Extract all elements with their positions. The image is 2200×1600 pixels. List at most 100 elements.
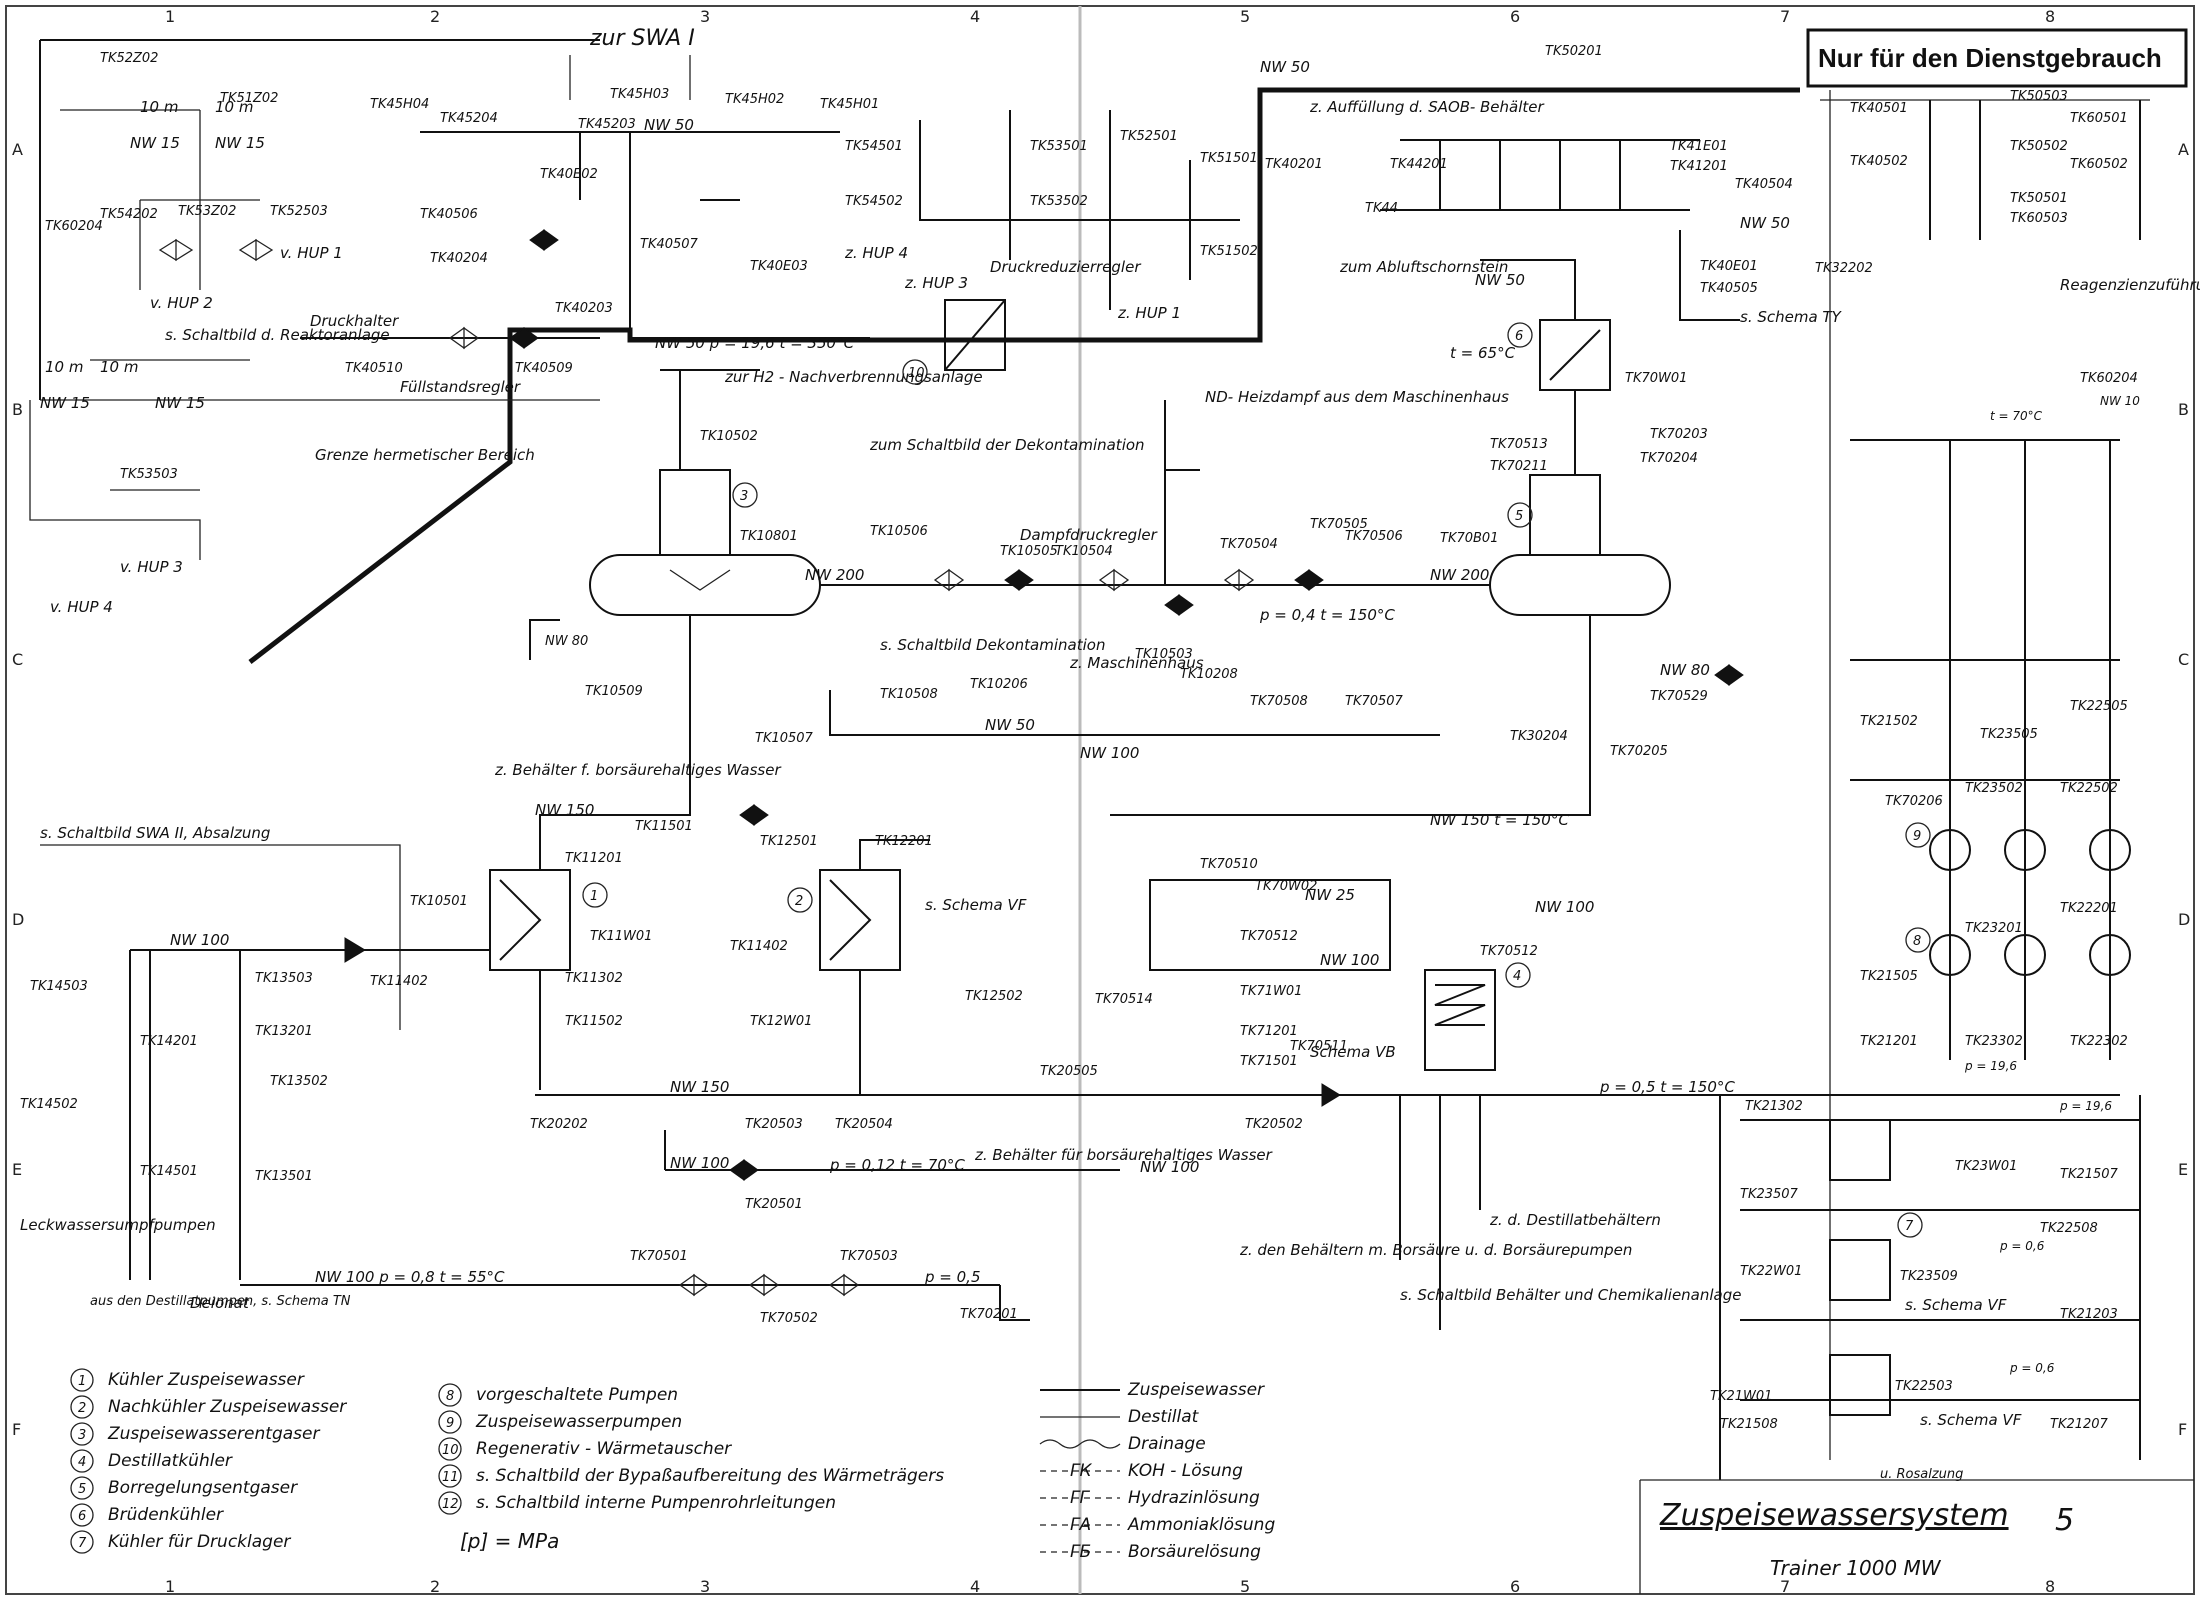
- svg-text:Zuspeisewasserentgaser: Zuspeisewasserentgaser: [107, 1424, 320, 1444]
- equipment-legend: 1 Kühler Zuspeisewasser 2 Nachkühler Zus…: [70, 1368, 944, 1554]
- valve-tk40509: [509, 327, 539, 349]
- grid-col-8: 8: [2045, 7, 2055, 26]
- tag-tk21207: TK21508: [1720, 1417, 1778, 1432]
- saob-filling: z. Auffüllung d. SAOB- Behälter TK44201 …: [1309, 98, 1843, 326]
- tag-tk10801: TK10801: [740, 529, 798, 544]
- check-valve-tk20502: [1321, 1083, 1341, 1107]
- line-code-hydrazin: ГГ: [1070, 1488, 1090, 1508]
- valve-tk70505: [1294, 569, 1324, 591]
- tag-tk21502: TK22502: [2060, 781, 2118, 796]
- right-valve-column: TK40501 TK40502 TK50503 TK50502 TK60501 …: [1815, 89, 2200, 1460]
- tag-tk41201: TK41201: [1670, 159, 1728, 174]
- dist-10m-a: 10 m: [140, 98, 178, 116]
- label-schema-vf-c: s. Schema VF: [1920, 1411, 2022, 1429]
- label-auffuellung: z. Auffüllung d. SAOB- Behälter: [1309, 98, 1544, 116]
- svg-text:Nachkühler Zuspeisewasser: Nachkühler Zuspeisewasser: [108, 1397, 347, 1417]
- tag-tk20501: TK20504: [835, 1117, 893, 1132]
- label-p05-low: p = 0,5: [924, 1268, 980, 1286]
- bearing-coolers: 7 TK21302 TK23W01 TK23507 TK23509 TK22W0…: [1710, 1095, 2141, 1480]
- equip-3-marker: 3: [740, 489, 748, 504]
- tag-tk50502: TK50502: [2010, 139, 2068, 154]
- line-legend-hydrazin: Hydrazinlösung: [1128, 1488, 1260, 1508]
- tag-tk52501: TK52501: [1120, 129, 1178, 144]
- svg-text:6: 6: [78, 1509, 86, 1524]
- leak-pumps: TK14503 TK13503 TK14201 TK13201 TK13502 …: [20, 950, 351, 1312]
- dist-10m-c: 10 m: [45, 358, 83, 376]
- tag-tk40504: TK40504: [1735, 177, 1793, 192]
- tag-tk53503: TK53503: [120, 467, 178, 482]
- tag-tk53502: TK53502: [1030, 194, 1088, 209]
- grid-col-8-bottom: 8: [2045, 1577, 2055, 1596]
- tag-tk22502: TK23502: [1965, 781, 2023, 796]
- label-chemikalien: s. Schaltbild Behälter und Chemikalienan…: [1400, 1286, 1742, 1304]
- tag-tk70513: TK70513: [1490, 437, 1548, 452]
- tag-tk23201: TK21505: [1860, 969, 1918, 984]
- valve-tk10504: [1098, 568, 1130, 592]
- grid-row-f-right: F: [2178, 1420, 2187, 1439]
- tag-tk22w01: TK23509: [1900, 1269, 1958, 1284]
- label-p196-a: p = 19,6: [1964, 1059, 2017, 1073]
- label-z-hup4: z. HUP 4: [844, 244, 908, 262]
- valve-tk12501: [739, 804, 769, 826]
- tag-tk41e01: TK41E01: [1670, 139, 1728, 154]
- grid-row-d: D: [12, 910, 24, 929]
- deaerator-3-dome: [659, 469, 731, 556]
- tag-tk23507: TK23W01: [1955, 1159, 2017, 1174]
- tag-tk22505: TK23505: [1980, 727, 2038, 742]
- grid-col-7: 7: [1780, 7, 1790, 26]
- legend-item-11: 11 s. Schaltbild der Bypaßaufbereitung d…: [438, 1464, 944, 1488]
- check-valve-tk11402: [344, 937, 366, 963]
- svg-text:1: 1: [78, 1374, 86, 1389]
- tag-tk13201: TK13201: [255, 1024, 313, 1039]
- hup-section: TK52Z02 TK51Z02 TK60204 TK54202 TK53Z02 …: [29, 39, 613, 616]
- tag-tk70503: TK70503: [840, 1249, 898, 1264]
- valve-tk70529: [1714, 664, 1744, 686]
- equip-6-marker: 6: [1515, 329, 1523, 344]
- tag-tk40510: TK40510: [345, 361, 403, 376]
- tag-tk51202: TK51Z02: [220, 91, 278, 106]
- tag-tk70508: TK70508: [1250, 694, 1308, 709]
- svg-text:9: 9: [446, 1416, 454, 1431]
- tag-tk21509: TK21203: [2060, 1307, 2118, 1322]
- tag-tk53202: TK54202: [100, 207, 158, 222]
- label-p012: p = 0,12 t = 70°C: [829, 1156, 965, 1174]
- line-code-koh: ГК: [1070, 1461, 1092, 1481]
- tag-tk70203: TK70203: [1650, 427, 1708, 442]
- label-nw100-bor: NW 100: [670, 1154, 729, 1172]
- tag-tk40e01: TK40E01: [1700, 259, 1758, 274]
- label-abluft: zum Abluftschornstein: [1339, 258, 1508, 276]
- label-nd-heizdampf: ND- Heizdampf aus dem Maschinenhaus: [1205, 388, 1509, 406]
- grid-column-labels: 1 2 3 4 5 6 7 8 1 2 3 4 5 6 7 8: [165, 7, 2055, 1596]
- tag-tk21507: TK21207: [2050, 1417, 2109, 1432]
- cooler-1: 1 TK11201 TK11W01 TK11302 TK11502 TK1050…: [40, 760, 933, 1090]
- label-nw200-b: NW 200: [1430, 566, 1489, 584]
- label-nw150-main: NW 150: [670, 1078, 729, 1096]
- tag-tk10508: TK10508: [880, 687, 938, 702]
- label-nw100-drain: NW 100: [1080, 744, 1139, 762]
- equip-9-marker: 9: [1913, 829, 1921, 844]
- valve-tk40506: [529, 229, 559, 251]
- legend-item-9: 9 Zuspeisewasserpumpen: [438, 1410, 682, 1434]
- tag-tk45203: TK45203: [578, 117, 636, 132]
- tag-tk52503: TK53Z02: [178, 204, 236, 219]
- bruedenkuehler-6: 6 zum Abluftschornstein NW 50 t = 65°C T…: [1339, 258, 1687, 475]
- diagram-title: Zuspeisewassersystem: [1659, 1498, 2009, 1533]
- label-nw100-bor2: NW 100: [1140, 1158, 1199, 1176]
- label-nw50-drain: NW 50: [985, 716, 1035, 734]
- stamp-text: Nur für den Dienstgebrauch: [1818, 43, 2162, 73]
- tag-tk45h03: TK45H03: [610, 87, 669, 102]
- grid-col-6: 6: [1510, 7, 1520, 26]
- grid-col-1: 1: [165, 7, 175, 26]
- tag-tk23w01: TK21302: [1745, 1099, 1803, 1114]
- grid-row-b-right: B: [2178, 400, 2189, 419]
- tag-tk71w01: TK70512: [1480, 944, 1538, 959]
- equip-2-marker: 2: [795, 894, 803, 909]
- label-swa2: s. Schaltbild SWA II, Absalzung: [40, 824, 270, 842]
- legend-item-12: 12 s. Schaltbild interne Pumpenrohrleitu…: [438, 1491, 836, 1515]
- valve-tk20504: [729, 1159, 759, 1181]
- deaerator-3-vessel: [589, 554, 821, 616]
- label-nw200-a: NW 200: [805, 566, 864, 584]
- svg-text:5: 5: [78, 1482, 86, 1497]
- label-dampfdruckregler: Dampfdruckregler: [1020, 526, 1158, 544]
- svg-text:s. Schaltbild der Bypaßaufbere: s. Schaltbild der Bypaßaufbereitung des …: [476, 1466, 944, 1486]
